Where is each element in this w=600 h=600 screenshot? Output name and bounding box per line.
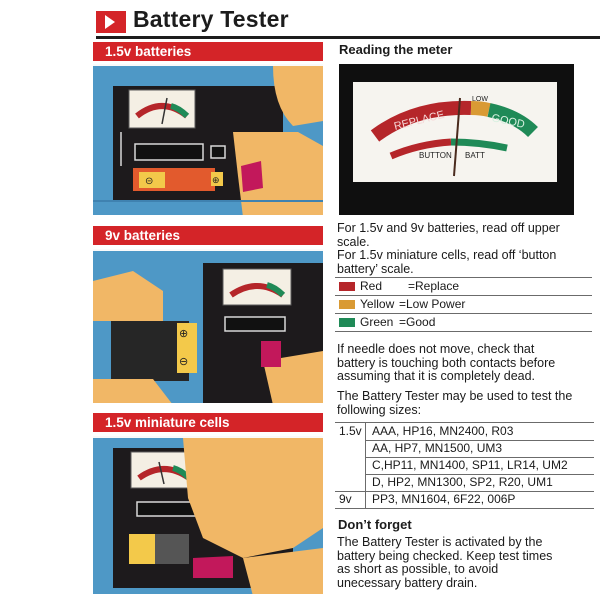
note-line: assuming that it is completely dead.	[337, 369, 536, 383]
low-scale-label: LOW	[472, 96, 488, 103]
title-divider	[96, 36, 600, 39]
button-scale-label: BUTTON	[419, 151, 452, 160]
sizes-column-divider	[365, 422, 366, 508]
legend-color-name: Yellow	[360, 297, 395, 311]
size-list-row: PP3, MN1604, 6F22, 006P	[372, 492, 516, 506]
intro-line: following sizes:	[337, 402, 422, 417]
scale-instructions: For 1.5v and 9v batteries, read off uppe…	[337, 221, 593, 276]
size-list-row: AAA, HP16, MN2400, R03	[372, 424, 514, 438]
legend-bottom-rule	[335, 331, 592, 332]
section-header-9v-batteries: 9v batteries	[93, 226, 323, 245]
legend-meaning: =Replace	[408, 279, 460, 293]
legend-meaning: =Good	[399, 315, 436, 329]
illustration-9v-battery-test: ⊕ ⊖	[93, 249, 323, 403]
yellow-swatch	[339, 300, 355, 309]
section-header-1-5v-batteries: 1.5v batteries	[93, 42, 323, 61]
sizes-bottom-rule	[335, 508, 594, 509]
forget-line: unecessary battery drain.	[337, 575, 478, 590]
instruction-line: scale.	[337, 234, 370, 249]
meter-needle	[453, 97, 461, 177]
brand-arrow-logo	[96, 11, 126, 33]
size-list-row: D, HP2, MN1300, SP2, R20, UM1	[372, 475, 553, 489]
legend-rule	[335, 313, 592, 314]
note-line: If needle does not move, check that	[337, 342, 535, 356]
illustration-miniature-cell-test	[93, 436, 323, 594]
svg-text:⊖: ⊖	[179, 356, 188, 368]
legend-rule	[335, 295, 592, 296]
meter-face-closeup: REPLACE LOW GOOD BUTTON BATT	[339, 64, 574, 215]
instruction-line: For 1.5v and 9v batteries, read off uppe…	[337, 221, 560, 235]
batt-scale-label: BATT	[465, 151, 485, 160]
dont-forget-heading: Don’t forget	[338, 517, 412, 532]
svg-text:⊕: ⊕	[179, 328, 188, 340]
legend-top-rule	[335, 277, 592, 278]
sizes-intro: The Battery Tester may be used to test t…	[337, 389, 593, 417]
page-title: Battery Tester	[133, 6, 289, 32]
section-header-miniature-cells: 1.5v miniature cells	[93, 413, 323, 432]
illustration-1-5v-battery-test: ⊝ ⊕	[93, 64, 323, 215]
sizes-top-rule	[335, 422, 594, 423]
svg-text:⊝: ⊝	[145, 176, 153, 187]
size-list-row: AA, HP7, MN1500, UM3	[372, 441, 503, 455]
low-arc	[470, 101, 491, 117]
sizes-row-rule	[366, 474, 594, 475]
green-swatch	[339, 318, 355, 327]
sizes-row-rule	[366, 457, 594, 458]
voltage-label: 1.5v	[339, 424, 362, 438]
red-swatch	[339, 282, 355, 291]
legend-meaning: =Low Power	[399, 297, 466, 311]
intro-line: The Battery Tester may be used to test t…	[337, 389, 573, 403]
legend-color-name: Green	[360, 315, 394, 329]
forget-line: as short as possible, to avoid	[337, 562, 499, 576]
sizes-row-rule	[335, 491, 594, 492]
dont-forget-text: The Battery Tester is activated by the b…	[337, 535, 593, 590]
note-line: battery is touching both contacts before	[337, 355, 556, 370]
size-list-row: C,HP11, MN1400, SP11, LR14, UM2	[372, 458, 568, 472]
forget-line: battery being checked. Keep test times	[337, 548, 553, 563]
instruction-line: battery’ scale.	[337, 261, 414, 276]
instruction-line: For 1.5v miniature cells, read off ‘butt…	[337, 248, 557, 262]
needle-note: If needle does not move, check that batt…	[337, 342, 593, 384]
svg-text:⊕: ⊕	[212, 175, 220, 185]
forget-line: The Battery Tester is activated by the	[337, 535, 543, 549]
voltage-label: 9v	[339, 492, 352, 506]
sizes-row-rule	[366, 440, 594, 441]
meter-heading: Reading the meter	[339, 42, 453, 57]
good-arc	[487, 103, 538, 138]
button-replace-arc	[389, 138, 452, 160]
legend-color-name: Red	[360, 279, 383, 293]
